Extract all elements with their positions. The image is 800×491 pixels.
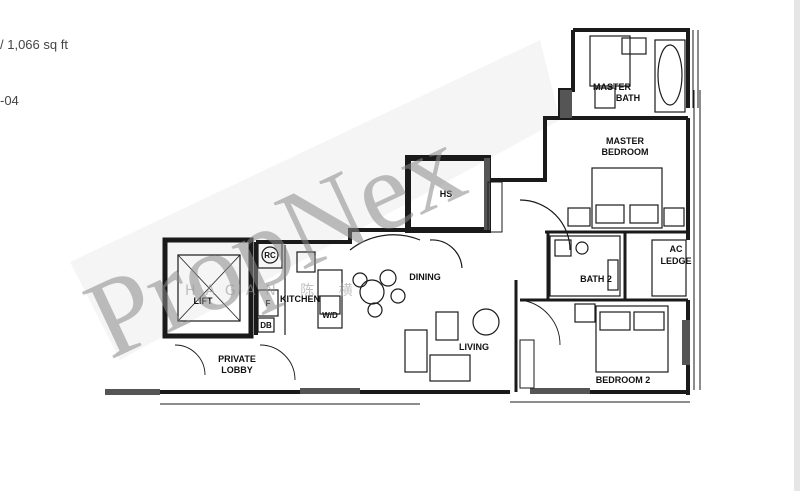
label-f: F [266,299,271,308]
window-ledges [487,30,701,390]
interior-walls [514,230,688,392]
label-living: LIVING [459,342,489,352]
label-kitchen: KITCHEN [280,294,320,304]
dining-furniture [349,234,463,318]
living-furniture [404,199,571,382]
label-master-bath-2: BATH [616,93,640,103]
label-private-lobby-2: LOBBY [221,365,253,375]
label-bath2: BATH 2 [580,274,612,284]
watermark-band [70,40,560,360]
label-hs: HS [440,189,453,199]
label-ac-ledge-1: AC [670,244,683,254]
label-master-bath-1: MASTER [593,82,632,92]
label-lift: LIFT [194,296,213,306]
label-dining: DINING [409,272,441,282]
bedroom2-bed [574,303,669,373]
watermark-brand: PropNex [68,102,481,383]
watermark-sub: HAGAN 陈 横 [185,282,363,299]
label-master-bedroom-1: MASTER [606,136,645,146]
label-wd: W/D [322,311,338,320]
scrollbar-track[interactable] [794,0,800,491]
structural-walls [105,90,690,395]
label-ac-ledge-2: LEDGE [660,256,691,266]
master-bed [567,167,685,229]
door-swings [174,299,561,381]
label-private-lobby-1: PRIVATE [218,354,256,364]
unit-area-text: / 1,066 sq ft [0,37,68,52]
label-bedroom2: BEDROOM 2 [596,375,651,385]
master-bath-fixtures [589,35,686,113]
unit-number-text: -04 [0,93,19,108]
bath2-fixtures [549,235,687,297]
kitchen-fixtures [257,241,343,335]
lift-shaft [162,237,254,339]
label-db: DB [260,321,272,330]
label-master-bedroom-2: BEDROOM [602,147,649,157]
label-rc: RC [264,251,276,260]
